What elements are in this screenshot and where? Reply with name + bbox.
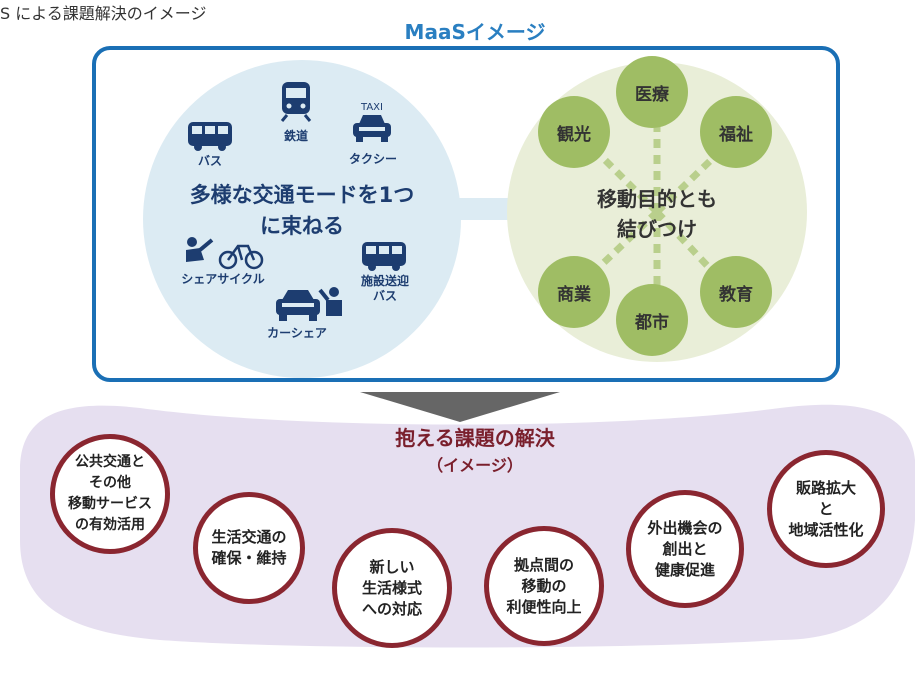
problem-public-transport: 公共交通と その他 移動サービス の有効活用 bbox=[50, 434, 170, 554]
shuttle-label: 施設送迎 バス bbox=[360, 274, 409, 303]
taxi-label: タクシー bbox=[348, 152, 397, 166]
purpose-city: 都市 bbox=[616, 284, 688, 356]
taxi-sign: TAXI bbox=[361, 102, 383, 113]
bus-label: バス bbox=[197, 154, 222, 168]
taxi-icon bbox=[351, 112, 393, 144]
problem-sales-revitalization: 販路拡大 と 地域活性化 bbox=[767, 450, 885, 568]
train-icon bbox=[279, 80, 313, 122]
problem-hub-mobility: 拠点間の 移動の 利便性向上 bbox=[484, 526, 604, 646]
shuttle-bus-icon bbox=[360, 240, 408, 272]
maas-title: MaaSイメージ bbox=[404, 20, 546, 44]
problems-title: 抱える課題の解決 bbox=[395, 426, 555, 450]
page-header-text: S による課題解決のイメージ bbox=[0, 4, 207, 23]
purpose-commerce: 商業 bbox=[538, 256, 610, 328]
purpose-medical: 医療 bbox=[616, 56, 688, 128]
purpose-education: 教育 bbox=[700, 256, 772, 328]
share-cycle-icon bbox=[182, 236, 266, 270]
rail-label: 鉄道 bbox=[283, 129, 308, 143]
purpose-tourism: 観光 bbox=[538, 96, 610, 168]
problem-new-lifestyle: 新しい 生活様式 への対応 bbox=[332, 528, 452, 648]
purpose-welfare: 福祉 bbox=[700, 96, 772, 168]
down-arrow-icon bbox=[360, 392, 560, 422]
problem-outing-health: 外出機会の 創出と 健康促進 bbox=[626, 490, 744, 608]
modes-center-text: 多様な交通モードを1つ に束ねる bbox=[189, 183, 415, 238]
car-share-icon bbox=[272, 284, 348, 324]
bus-icon bbox=[186, 120, 234, 152]
problem-daily-transport: 生活交通の 確保・維持 bbox=[193, 492, 305, 604]
car-share-label: カーシェア bbox=[267, 326, 327, 340]
purposes-center-text: 移動目的とも 結びつけ bbox=[597, 187, 717, 241]
share-cycle-label: シェアサイクル bbox=[181, 272, 265, 286]
problems-subtitle: （イメージ） bbox=[427, 456, 523, 475]
